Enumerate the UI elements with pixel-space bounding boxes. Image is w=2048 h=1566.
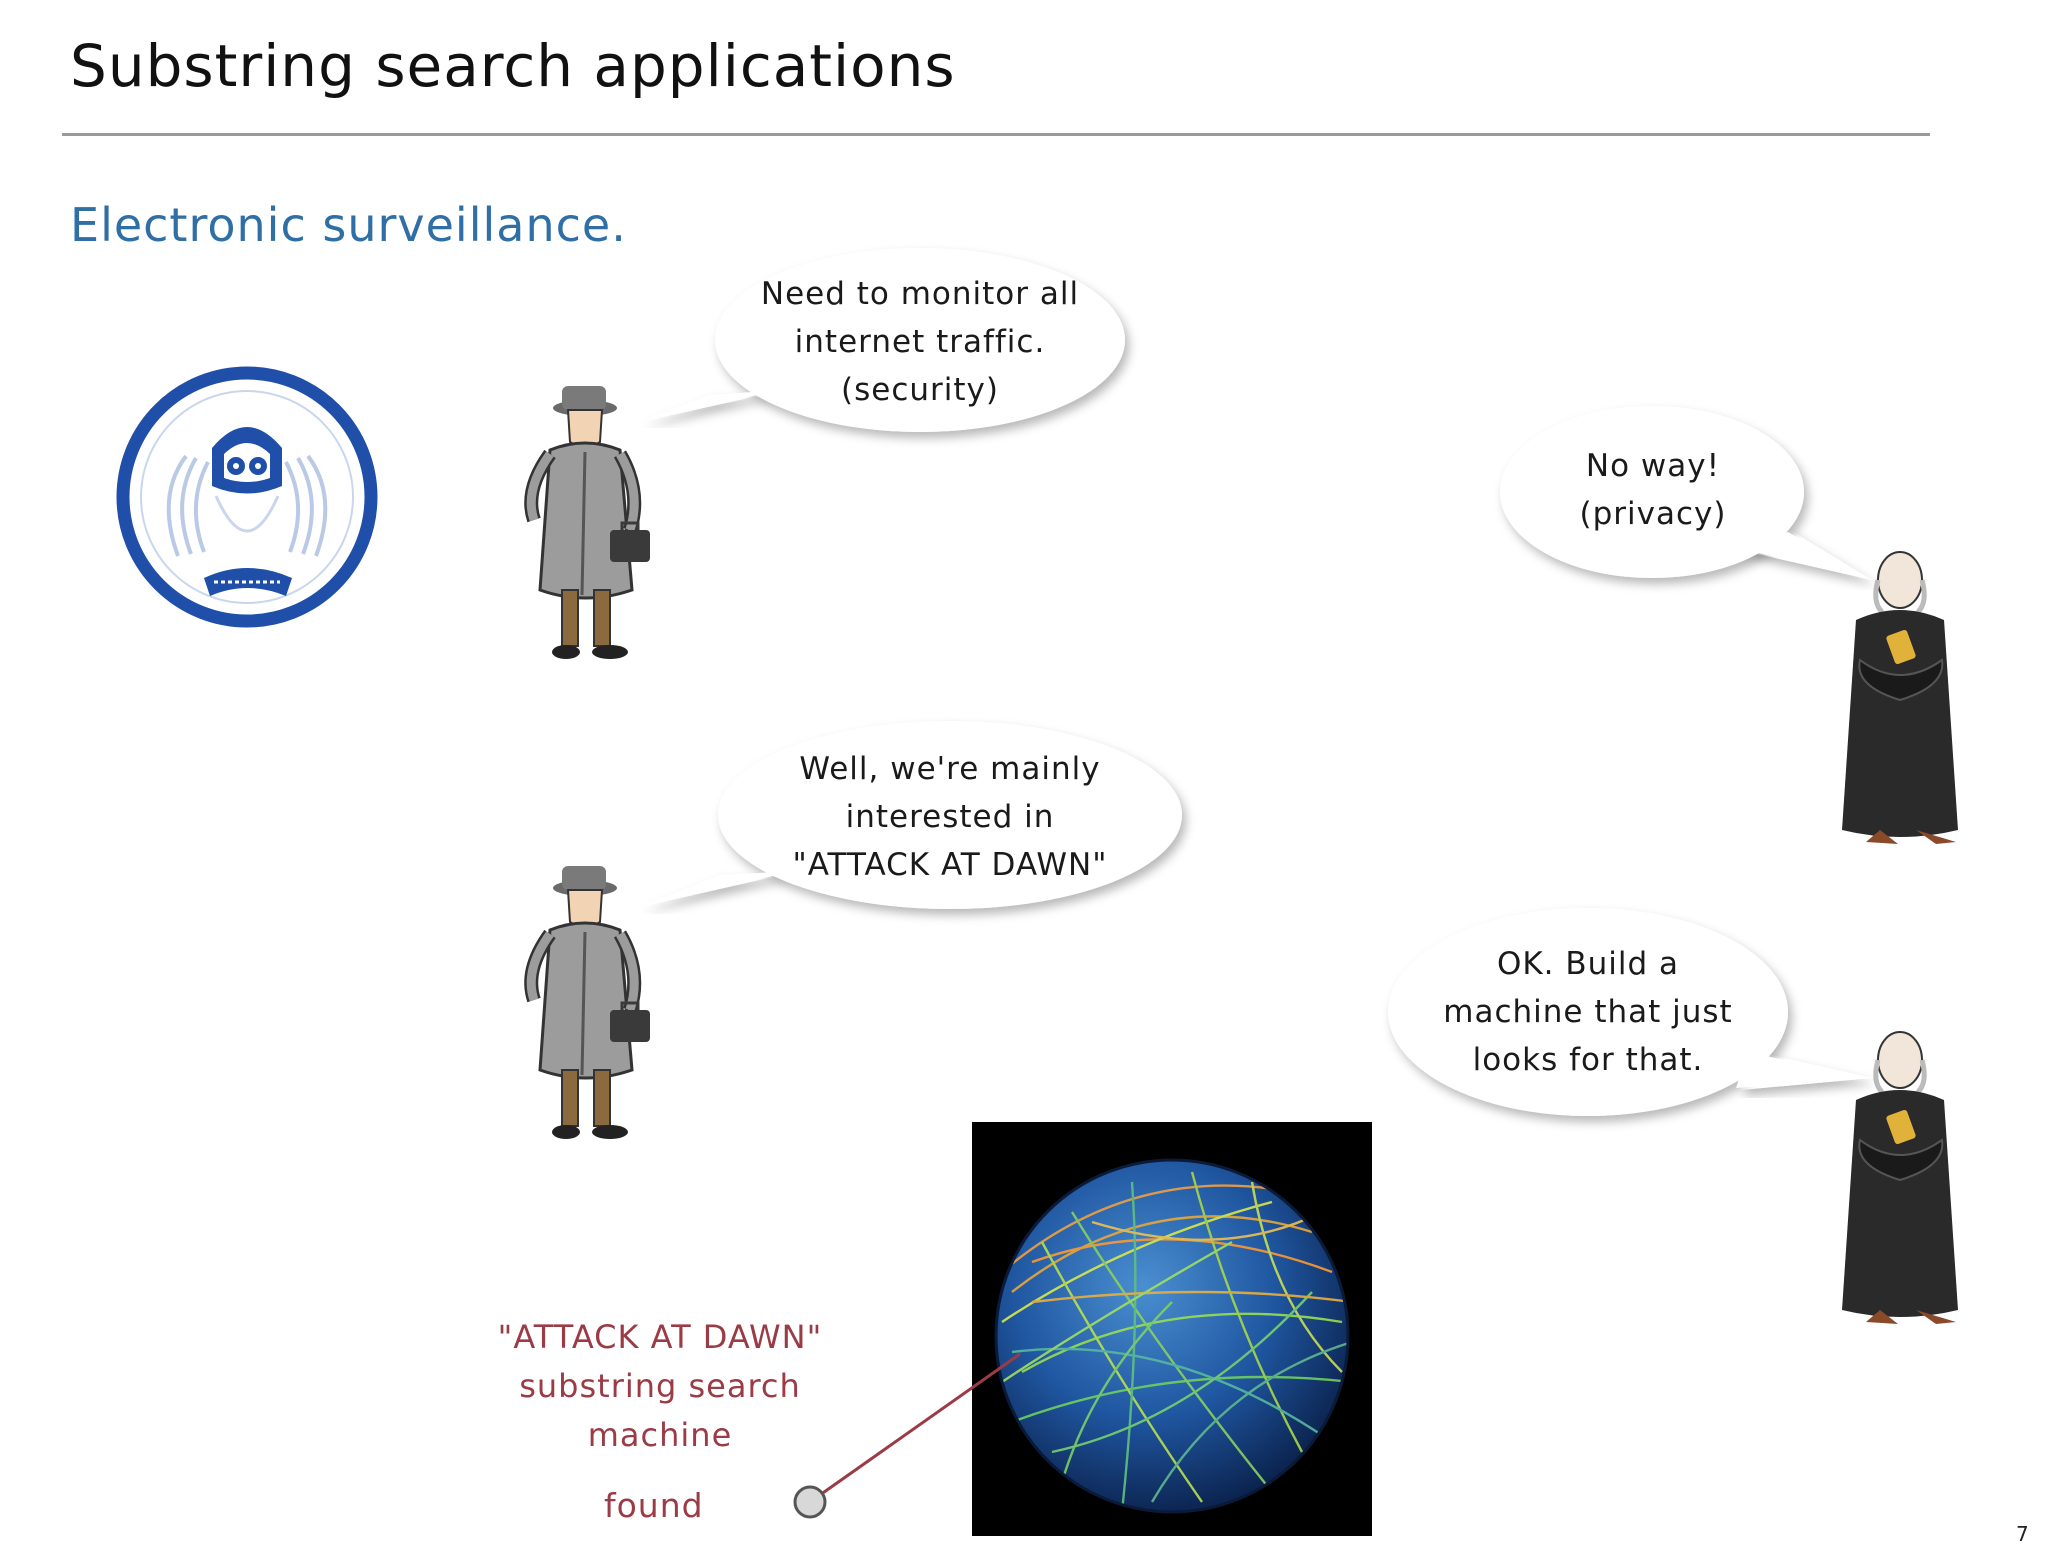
slide-title: Substring search applications	[70, 32, 956, 100]
speech-text-judge-2: OK. Build a machine that just looks for …	[1410, 940, 1766, 1084]
speech-line: internet traffic.	[794, 324, 1046, 360]
speech-text-agent-2: Well, we're mainly interested in "ATTACK…	[740, 745, 1160, 889]
speech-bubble-judge-1: No way! (privacy)	[1500, 400, 1900, 590]
speech-line: OK. Build a	[1496, 946, 1680, 982]
found-connector-line	[793, 1352, 1021, 1519]
speech-line: interested in	[845, 799, 1055, 835]
speech-text-judge-1: No way! (privacy)	[1530, 442, 1776, 538]
speech-line: (security)	[841, 372, 999, 408]
speech-line: machine that just	[1443, 994, 1733, 1030]
machine-label-line: machine	[587, 1416, 733, 1454]
speech-bubble-judge-2: OK. Build a machine that just looks for …	[1380, 900, 1900, 1130]
found-label: found	[604, 1486, 704, 1525]
speech-bubble-agent-2: Well, we're mainly interested in "ATTACK…	[600, 715, 1200, 925]
machine-label-line: substring search	[519, 1367, 801, 1405]
internet-globe-icon	[972, 1122, 1372, 1536]
spy-agent-icon-bottom	[524, 866, 650, 1139]
substring-search-machine-label: "ATTACK AT DAWN" substring search machin…	[440, 1313, 880, 1460]
speech-text-agent-1: Need to monitor all internet traffic. (s…	[730, 270, 1110, 414]
speech-line: Well, we're mainly	[799, 751, 1101, 787]
nsa-seal-icon	[116, 366, 378, 628]
judge-icon-bottom	[1842, 1031, 1958, 1324]
speech-bubble-agent-1: Need to monitor all internet traffic. (s…	[600, 240, 1140, 450]
speech-line: Need to monitor all	[760, 276, 1080, 312]
judge-icon-top	[1842, 551, 1958, 844]
page-number: 7	[2016, 1522, 2029, 1546]
title-divider	[62, 133, 1930, 136]
machine-label-line: "ATTACK AT DAWN"	[497, 1318, 823, 1356]
speech-line: No way!	[1585, 448, 1721, 484]
speech-line: looks for that.	[1472, 1042, 1704, 1078]
slide-subtitle: Electronic surveillance.	[70, 198, 627, 252]
speech-line: "ATTACK AT DAWN"	[792, 847, 1108, 883]
spy-agent-icon-top	[524, 386, 650, 659]
speech-line: (privacy)	[1579, 496, 1727, 532]
